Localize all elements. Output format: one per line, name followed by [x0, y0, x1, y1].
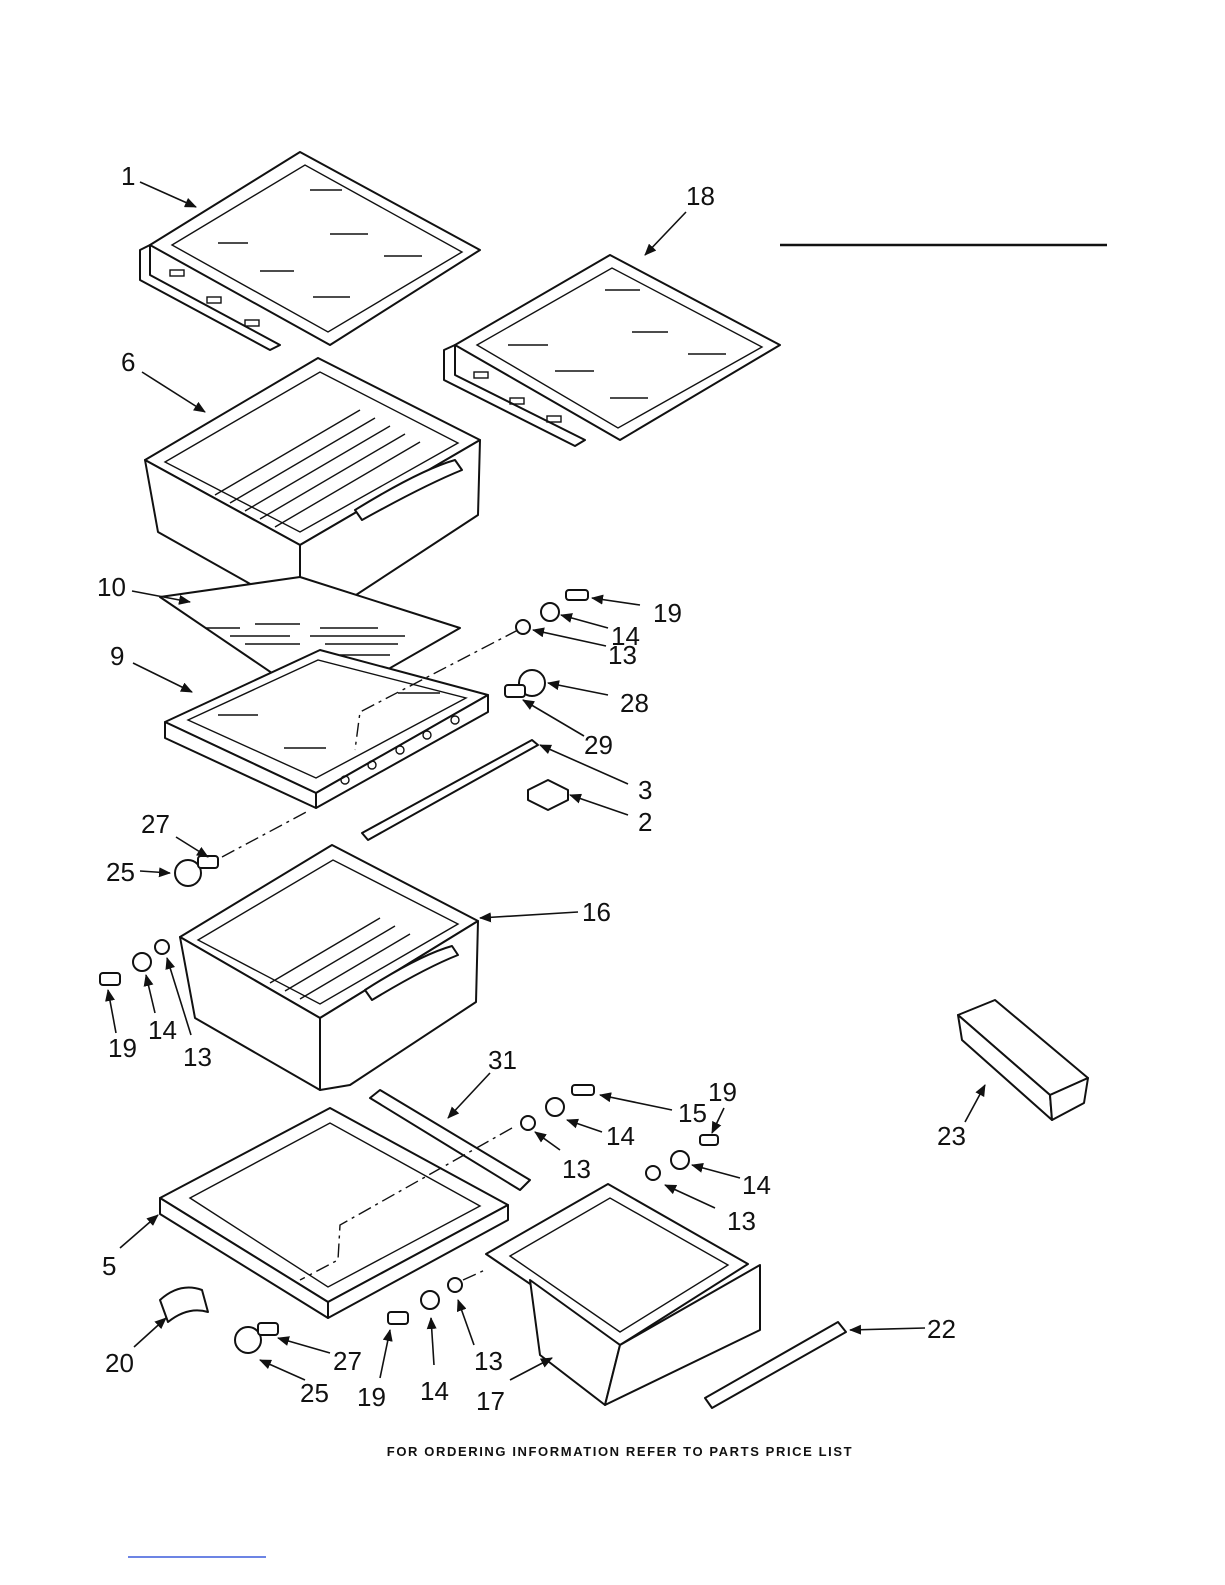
callout-19-left: 19 [108, 1033, 137, 1063]
crisper-cover-frame-part-9 [165, 650, 488, 808]
callout-19-right: 19 [708, 1077, 737, 1107]
callout-27-upper: 27 [141, 809, 170, 839]
callout-14-mid: 14 [606, 1121, 635, 1151]
callout-13-lower: 13 [474, 1346, 503, 1376]
callout-2: 2 [638, 807, 652, 837]
bin-part-23 [958, 1000, 1088, 1120]
callout-14-right: 14 [742, 1170, 771, 1200]
callout-3: 3 [638, 775, 652, 805]
callout-6: 6 [121, 347, 135, 377]
callout-28: 28 [620, 688, 649, 718]
callout-1: 1 [121, 161, 135, 191]
callout-29: 29 [584, 730, 613, 760]
clip-part-2 [528, 780, 568, 810]
callout-5: 5 [102, 1251, 116, 1281]
callout-19-lower: 19 [357, 1382, 386, 1412]
footer-ordering-info: FOR ORDERING INFORMATION REFER TO PARTS … [387, 1444, 853, 1459]
callout-10: 10 [97, 572, 126, 602]
crisper-pan-part-16 [180, 845, 478, 1090]
callout-31: 31 [488, 1045, 517, 1075]
callout-27-lower: 27 [333, 1346, 362, 1376]
callout-14-lower: 14 [420, 1376, 449, 1406]
callout-25-lower: 25 [300, 1378, 329, 1408]
glass-shelf-part-1 [140, 152, 480, 350]
callout-14-left: 14 [148, 1015, 177, 1045]
callout-13-left: 13 [183, 1042, 212, 1072]
clip-part-20 [160, 1288, 208, 1322]
callout-9: 9 [110, 641, 124, 671]
callout-22: 22 [927, 1314, 956, 1344]
callout-23: 23 [937, 1121, 966, 1151]
crisper-pan-part-6 [145, 358, 480, 612]
callout-19-upper: 19 [653, 598, 682, 628]
callout-17: 17 [476, 1386, 505, 1416]
callout-13-upper: 13 [608, 640, 637, 670]
callout-18: 18 [686, 181, 715, 211]
callout-13-mid: 13 [562, 1154, 591, 1184]
callout-16: 16 [582, 897, 611, 927]
upper-hardware [505, 590, 588, 697]
glass-shelf-part-18 [444, 255, 780, 446]
callout-20: 20 [105, 1348, 134, 1378]
callout-15: 15 [678, 1098, 707, 1128]
callout-25-upper: 25 [106, 857, 135, 887]
callout-13-right: 13 [727, 1206, 756, 1236]
